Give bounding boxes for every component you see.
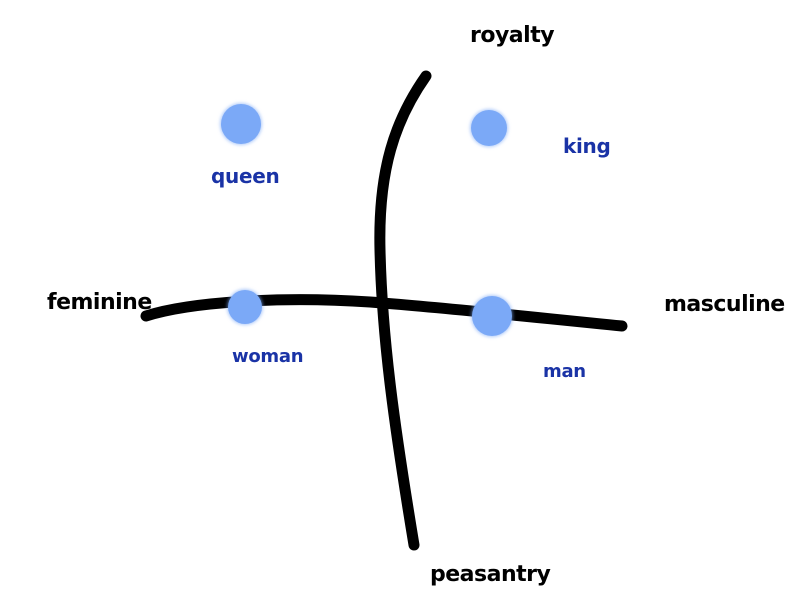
- point-dot-queen: [221, 104, 261, 144]
- point-dot-man: [472, 296, 512, 336]
- point-label-man: man: [543, 361, 586, 382]
- vertical-axis: [374, 70, 432, 551]
- point-label-king: king: [563, 134, 611, 158]
- axis-label-right: masculine: [664, 292, 785, 317]
- axis-label-bottom: peasantry: [430, 562, 551, 587]
- horizontal-axis: [140, 294, 628, 332]
- point-label-woman: woman: [232, 346, 304, 367]
- point-dot-king: [471, 110, 507, 146]
- point-label-queen: queen: [211, 164, 280, 188]
- axis-label-top: royalty: [470, 23, 555, 48]
- axis-label-left: feminine: [47, 290, 152, 315]
- point-dot-woman: [228, 290, 262, 324]
